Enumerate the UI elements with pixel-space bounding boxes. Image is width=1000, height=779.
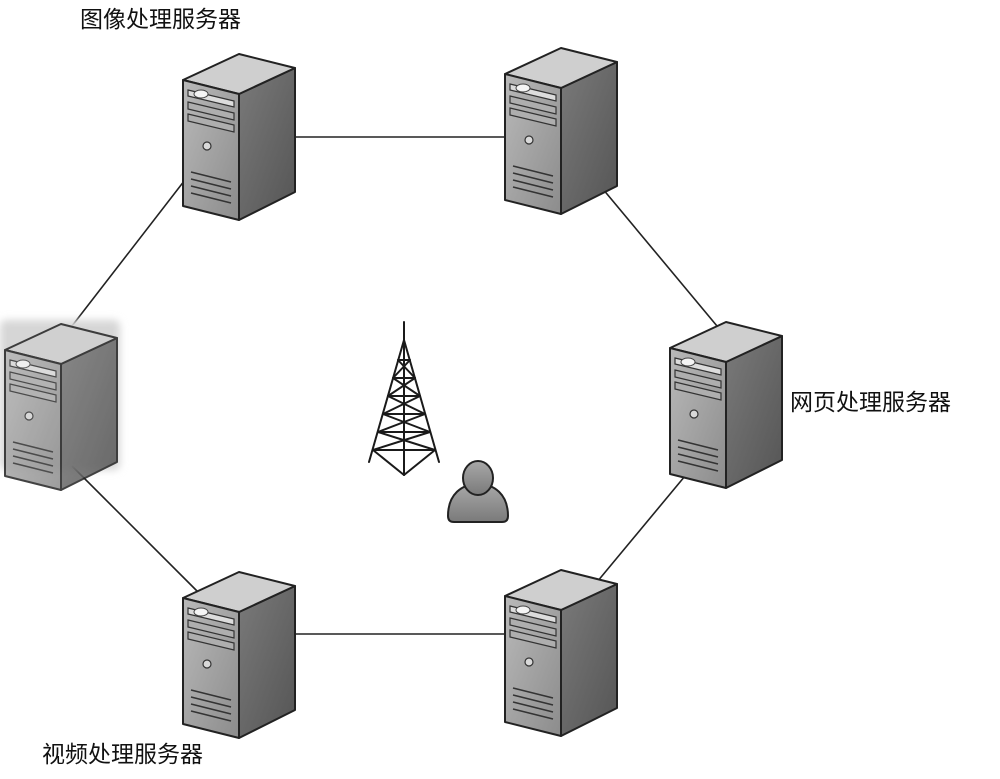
connection-bottom-left bbox=[71, 465, 201, 595]
server-top-right-icon[interactable] bbox=[504, 47, 618, 215]
server-top-left-icon[interactable] bbox=[182, 53, 296, 221]
antenna-tower-icon bbox=[368, 321, 440, 476]
connection-left bbox=[71, 175, 189, 327]
image-server-label: 图像处理服务器 bbox=[80, 7, 241, 33]
server-bottom-left-icon[interactable] bbox=[182, 571, 296, 739]
connection-lines bbox=[71, 136, 723, 635]
web-server-label: 网页处理服务器 bbox=[790, 390, 951, 416]
server-bottom-right-icon[interactable] bbox=[504, 569, 618, 737]
server-right-icon[interactable] bbox=[669, 321, 783, 489]
video-server-label: 视频处理服务器 bbox=[42, 742, 203, 768]
connection-right bbox=[591, 469, 691, 589]
server-left-highlighted-icon[interactable] bbox=[0, 320, 120, 491]
user-icon bbox=[446, 460, 510, 523]
connection-top-right bbox=[591, 175, 723, 333]
